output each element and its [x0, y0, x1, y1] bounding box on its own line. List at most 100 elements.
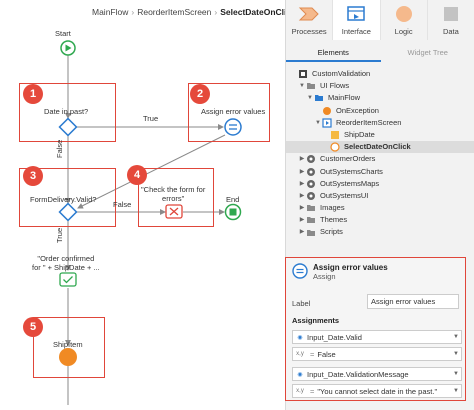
tree-item[interactable]: ▼MainFlow	[286, 92, 474, 104]
tree-item[interactable]: ▶ OutSystemsCharts	[286, 166, 474, 178]
tree-item-label: UI Flows	[320, 81, 350, 91]
tree-item-label: OutSystemsMaps	[320, 178, 380, 188]
assign-icon	[292, 263, 308, 279]
assignment-variable-1[interactable]: ◉ Input_Date.Valid ▼	[292, 330, 462, 344]
tree-item[interactable]: ▶ Scripts	[286, 226, 474, 238]
tree-item[interactable]: ShipDate	[286, 129, 474, 141]
if-valid-diamond	[58, 202, 78, 222]
tree-item[interactable]: OnException	[286, 105, 474, 117]
data-icon	[428, 4, 474, 24]
tree-item[interactable]: ▶ Themes	[286, 214, 474, 226]
message2-node	[59, 272, 77, 287]
step-number-2: 2	[190, 84, 210, 104]
label-caption: Label	[292, 299, 311, 308]
true-label-2: True	[55, 227, 64, 243]
highlight-box-2	[188, 83, 270, 142]
breadcrumb-current: SelectDateOnClick	[220, 7, 296, 17]
step-number-1: 1	[23, 84, 43, 104]
collapsed-arrow-icon[interactable]: ▶	[299, 217, 305, 224]
assignment-value-2[interactable]: x,y = "You cannot select date in the pas…	[292, 384, 462, 398]
expression-icon: x,y	[296, 388, 304, 394]
chevron-down-icon[interactable]: ▼	[453, 351, 459, 357]
assignment-variable-2-text: Input_Date.ValidationMessage	[307, 369, 409, 379]
false-label-2: False	[113, 200, 132, 209]
tree-item[interactable]: ▶ OutSystemsMaps	[286, 178, 474, 190]
logic-icon	[381, 4, 427, 24]
subtab-widget-tree[interactable]: Widget Tree	[407, 48, 448, 57]
start-label: Start	[55, 29, 71, 38]
collapsed-arrow-icon[interactable]: ▶	[299, 229, 305, 236]
flow-icon	[314, 93, 324, 103]
folder-icon	[306, 228, 316, 238]
tab-interface[interactable]: Interface	[333, 0, 381, 40]
tree-item[interactable]: ▼ReorderItemScreen	[286, 117, 474, 129]
assignment-value-1[interactable]: x,y = False ▼	[292, 347, 462, 361]
variable-icon: ◉	[297, 371, 303, 378]
top-tabs: Processes Interface Logic Data	[286, 0, 474, 40]
exception-icon	[322, 106, 332, 116]
highlight-box-1	[19, 83, 116, 142]
breadcrumb-item-mainflow[interactable]: MainFlow	[92, 7, 129, 17]
flow-connectors	[58, 40, 242, 405]
expanded-arrow-icon[interactable]: ▼	[307, 95, 313, 102]
step-number-4: 4	[127, 165, 147, 185]
tree-item[interactable]: ▶ Images	[286, 202, 474, 214]
collapsed-arrow-icon[interactable]: ▶	[299, 168, 305, 175]
collapsed-arrow-icon[interactable]: ▶	[299, 180, 305, 187]
assignments-caption: Assignments	[292, 316, 340, 325]
action-icon	[330, 142, 340, 152]
if-valid-label: FormDelivery.Valid?	[30, 195, 97, 204]
chevron-down-icon[interactable]: ▼	[453, 334, 459, 340]
tree-item[interactable]: SelectDateOnClick	[286, 141, 474, 154]
expanded-arrow-icon[interactable]: ▼	[299, 83, 305, 90]
tree-item-label: Images	[320, 203, 345, 213]
assignment-value-2-text: "You cannot select date in the past."	[317, 386, 438, 396]
tab-interface-label: Interface	[341, 27, 371, 36]
tab-logic-label: Logic	[394, 27, 413, 36]
chevron-down-icon[interactable]: ▼	[453, 388, 459, 394]
if-date-label: Date in past?	[44, 107, 89, 116]
label-input[interactable]: Assign error values	[367, 294, 459, 309]
shipitem-node	[59, 348, 77, 366]
properties-title: Assign error values	[313, 263, 388, 272]
tree-item-label: OutSystemsUI	[320, 190, 369, 200]
highlight-box-3	[19, 168, 116, 227]
collapsed-arrow-icon[interactable]: ▶	[299, 192, 305, 199]
expanded-arrow-icon[interactable]: ▼	[315, 119, 321, 126]
tree-item[interactable]: ▶CustomerOrders	[286, 153, 474, 165]
subtab-elements[interactable]: Elements	[286, 44, 381, 62]
tab-logic[interactable]: Logic	[381, 0, 428, 40]
tab-processes[interactable]: Processes	[286, 0, 334, 40]
tree-item[interactable]: CustomValidation	[286, 68, 474, 80]
collapsed-arrow-icon[interactable]: ▶	[299, 205, 305, 212]
tab-data[interactable]: Data	[428, 0, 474, 40]
tree-item-label: Themes	[320, 215, 348, 225]
tab-processes-label: Processes	[291, 27, 327, 36]
module-icon	[306, 154, 316, 164]
tab-data-label: Data	[442, 27, 459, 36]
message-label: "Check the form for errors"	[141, 185, 206, 203]
interface-icon	[333, 4, 379, 24]
properties-panel: Assign error values Assign Label Assign …	[285, 257, 466, 401]
assignment-variable-2[interactable]: ◉ Input_Date.ValidationMessage ▼	[292, 367, 462, 381]
step-number-3: 3	[23, 166, 43, 186]
tree-item[interactable]: ▶ OutSystemsUI	[286, 190, 474, 202]
shipitem-label: ShipItem	[53, 340, 83, 349]
folder-icon	[306, 215, 316, 225]
equals-sign: =	[310, 349, 315, 359]
breadcrumb-item-screen[interactable]: ReorderItemScreen	[137, 7, 212, 17]
step-number-5: 5	[23, 317, 43, 337]
tree-item-label: OutSystemsCharts	[320, 166, 383, 176]
folder-icon	[306, 203, 316, 213]
collapsed-arrow-icon[interactable]: ▶	[299, 156, 305, 163]
if-date-diamond	[58, 117, 78, 137]
tree-item-label: Scripts	[320, 227, 343, 237]
tree-item[interactable]: ▼ UI Flows	[286, 80, 474, 92]
chevron-down-icon[interactable]: ▼	[453, 371, 459, 377]
properties-subtitle: Assign	[313, 272, 336, 281]
expression-icon: x,y	[296, 351, 304, 357]
message2-label: "Order confirmed for " + ShipDate + ...	[32, 254, 100, 272]
true-label-1: True	[143, 114, 159, 123]
flow-canvas[interactable]: MainFlow›ReorderItemScreen›SelectDateOnC…	[0, 0, 296, 410]
